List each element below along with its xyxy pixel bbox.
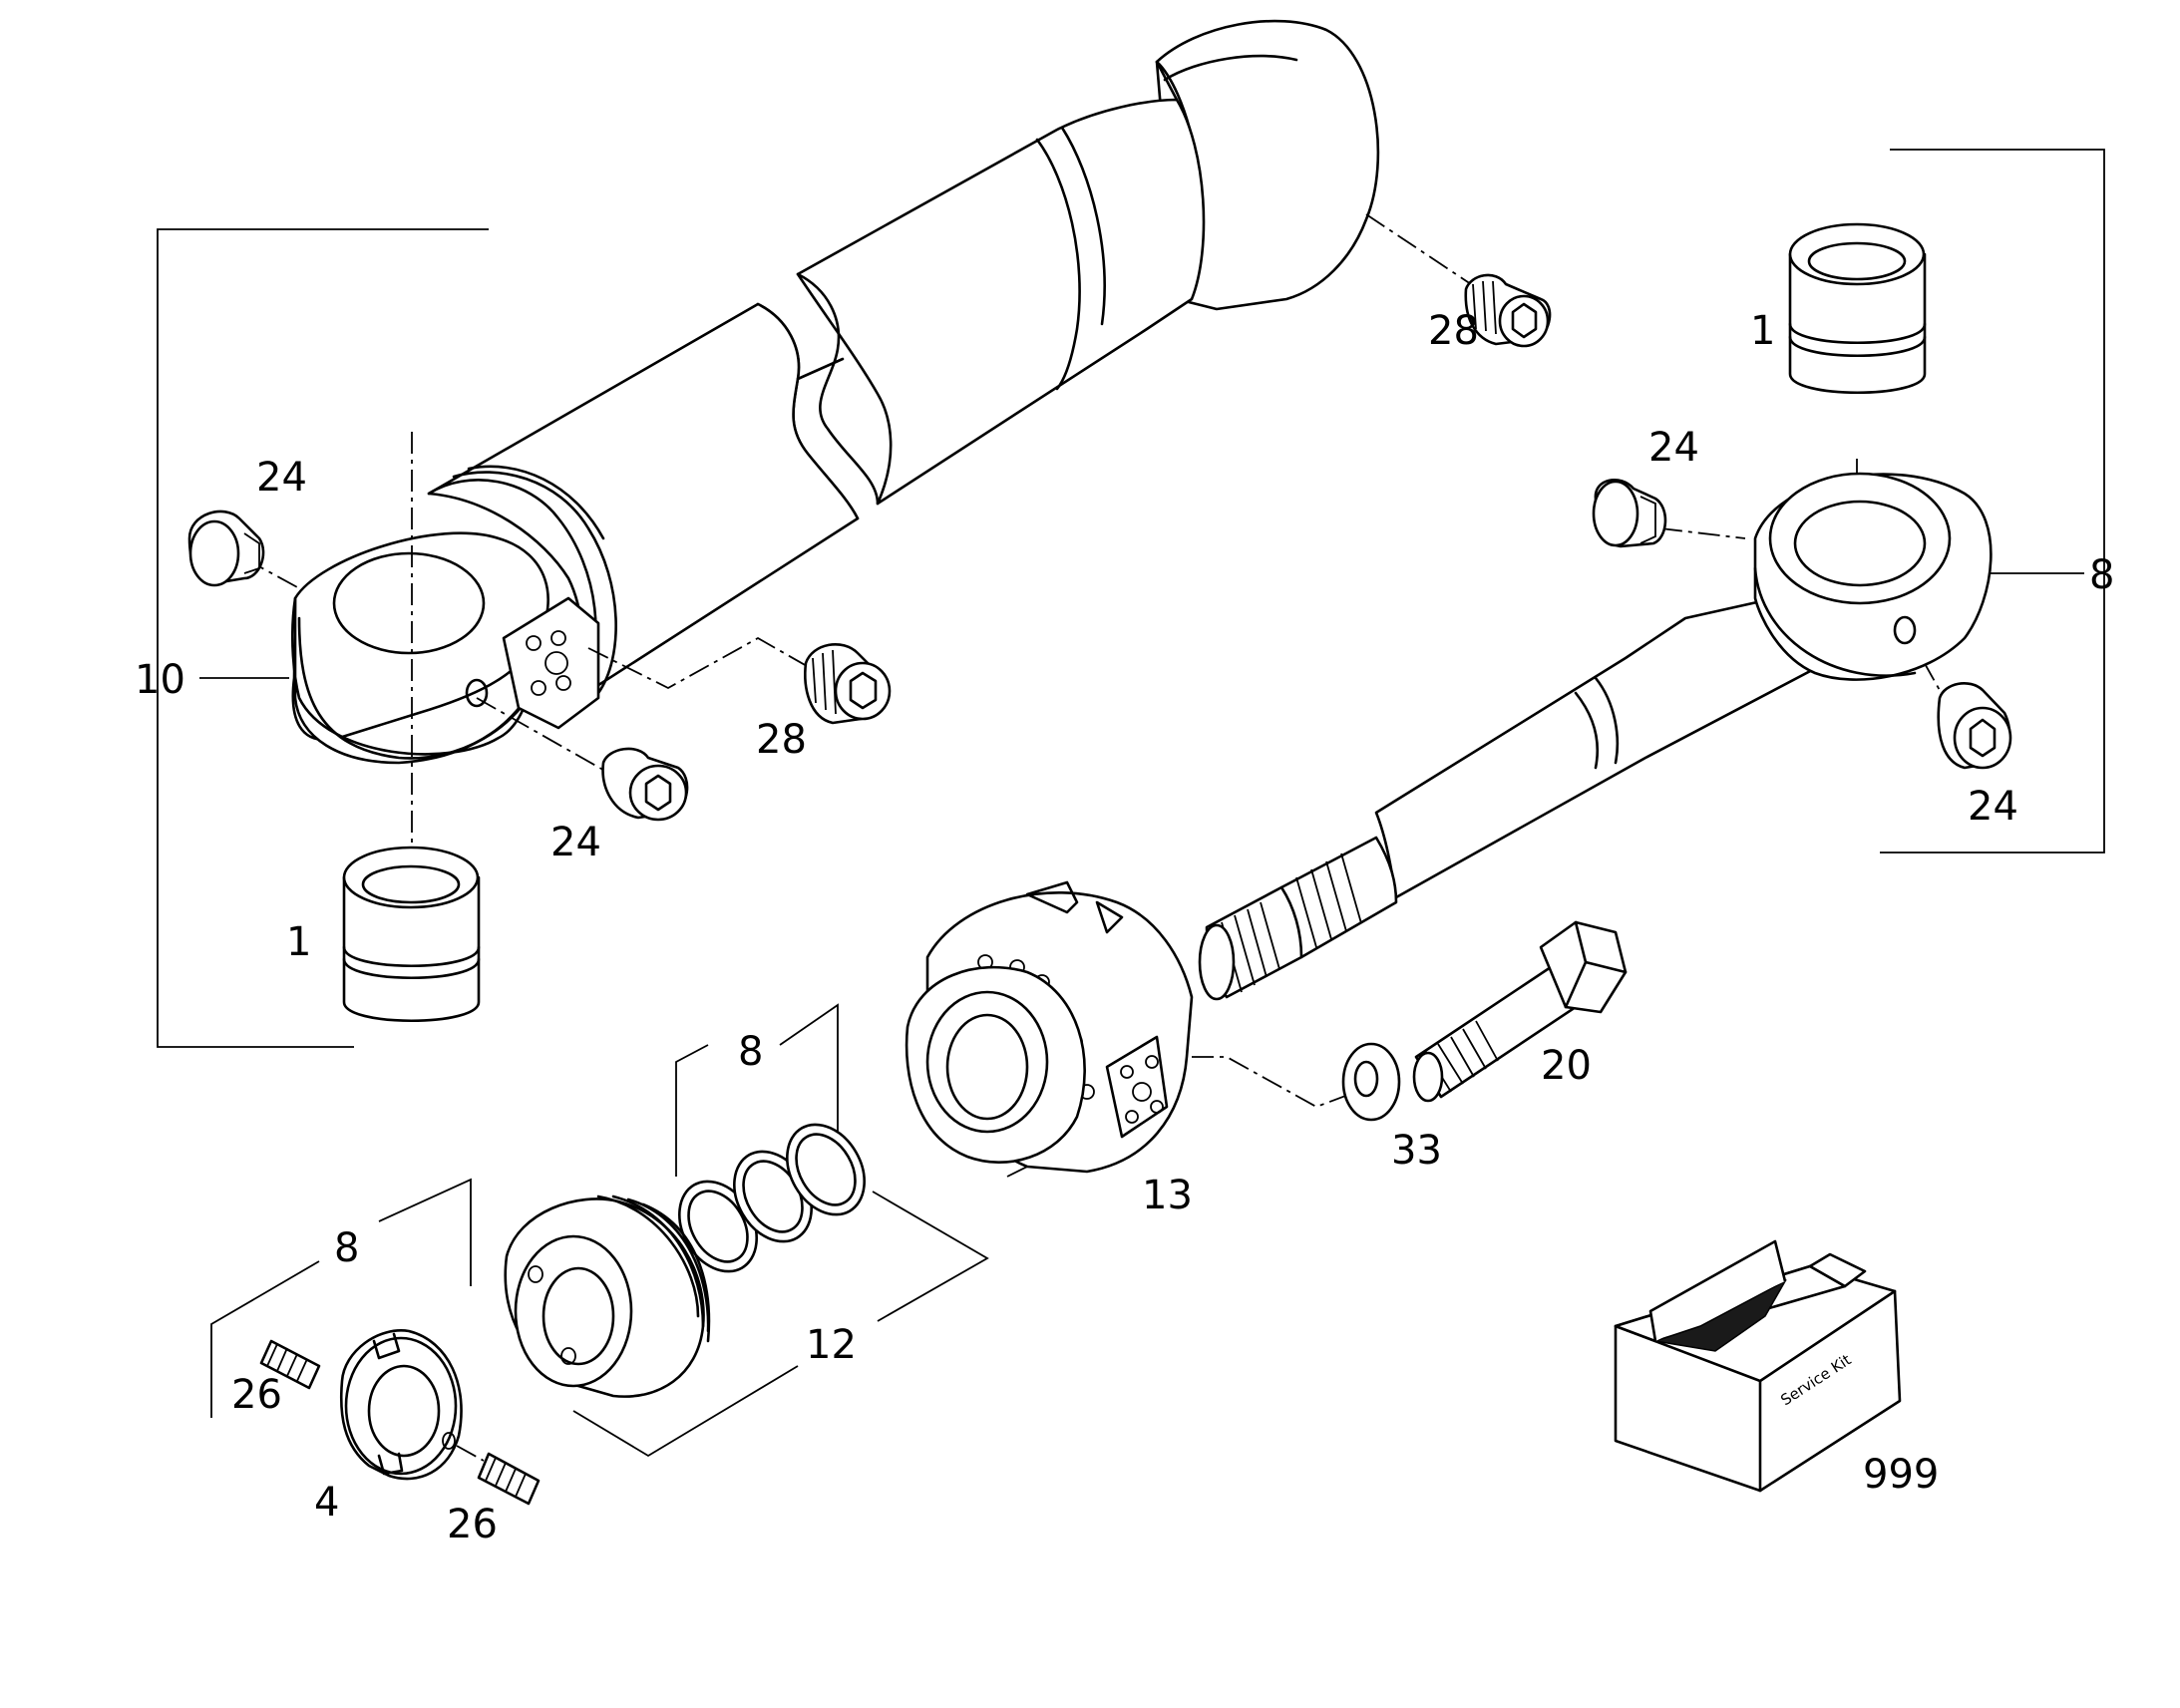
callout-13: 13 <box>1142 1173 1193 1218</box>
callout-33: 33 <box>1391 1128 1442 1174</box>
nut-4 <box>339 1329 463 1481</box>
assembly-brackets <box>157 149 2105 1458</box>
piston-rod <box>1198 472 1993 1001</box>
plug-24-middle <box>601 747 689 822</box>
service-kit-box <box>1614 1239 1902 1493</box>
callout-12: 12 <box>806 1322 857 1368</box>
plug-28-top <box>1464 273 1552 348</box>
callout-999: 999 <box>1863 1452 1939 1498</box>
callout-8-seals: 8 <box>738 1029 763 1075</box>
bolt-20 <box>1412 920 1628 1103</box>
callout-24-middle: 24 <box>550 820 601 865</box>
washer-33 <box>1341 1042 1401 1122</box>
callout-10: 10 <box>135 657 185 703</box>
seal-rings <box>678 1123 866 1273</box>
callout-labels: 10 24 28 24 1 28 1 24 8 24 20 33 13 8 12… <box>135 308 2114 1547</box>
callout-24-right-upper: 24 <box>1648 425 1699 471</box>
callout-24-top-left: 24 <box>256 455 307 501</box>
bushing-1-right <box>1788 222 1927 395</box>
plug-24-right-lower <box>1937 682 2012 770</box>
piston-12 <box>504 1195 711 1398</box>
callout-28-middle: 28 <box>756 717 807 763</box>
cylinder-tube <box>290 19 1380 765</box>
set-screw-26-b <box>456 1445 541 1506</box>
callout-1-right: 1 <box>1750 308 1775 354</box>
callout-8-right: 8 <box>2089 552 2114 598</box>
plug-24-top-left <box>187 510 265 587</box>
callout-4: 4 <box>314 1480 339 1526</box>
bushing-1-left <box>342 846 481 1023</box>
callout-8-nut: 8 <box>334 1225 359 1271</box>
callout-26-b: 26 <box>447 1502 498 1547</box>
set-screw-26-a <box>259 1339 321 1390</box>
callout-1-left: 1 <box>286 919 311 965</box>
bearing-head <box>905 880 1194 1174</box>
callout-28-top: 28 <box>1428 308 1479 354</box>
callout-24-right-lower: 24 <box>1968 784 2018 830</box>
callout-26-a: 26 <box>231 1372 282 1418</box>
plug-28-middle <box>804 643 892 725</box>
plug-24-right-upper <box>1592 479 1667 548</box>
callout-20: 20 <box>1541 1043 1592 1089</box>
